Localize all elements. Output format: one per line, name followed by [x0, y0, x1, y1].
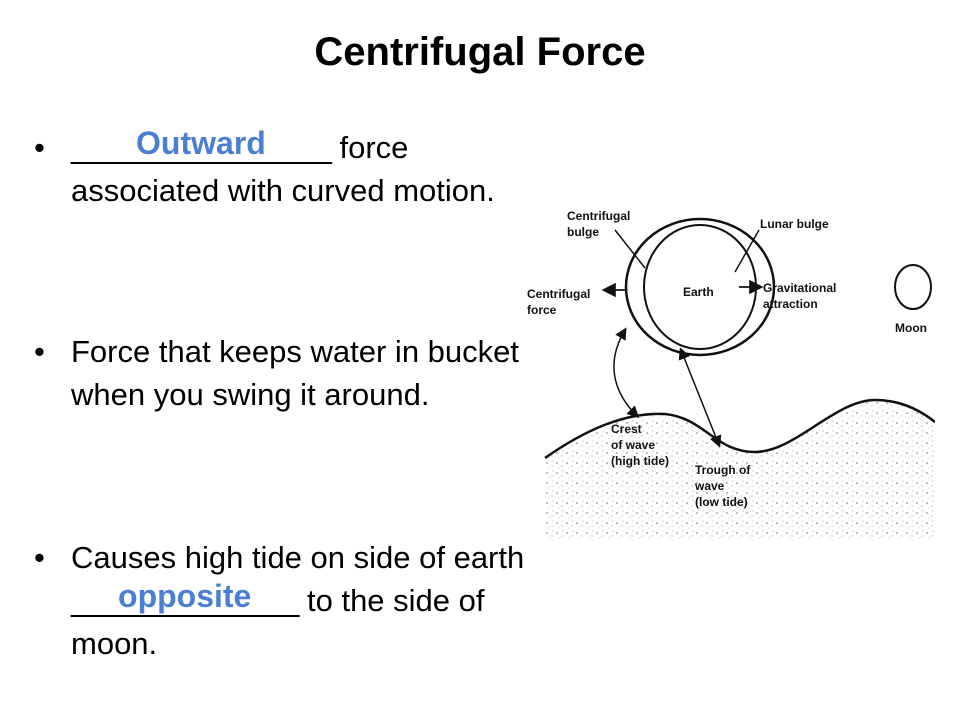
- moon-label: Moon: [895, 321, 927, 335]
- trough-label-3: (low tide): [695, 495, 748, 509]
- crest-label-2: of wave: [611, 438, 655, 452]
- centrifugal-bulge-label: Centrifugal: [567, 209, 630, 223]
- gravitational-label: Gravitational: [763, 281, 836, 295]
- lunar-pointer: [734, 229, 760, 273]
- crest-label-3: (high tide): [611, 454, 669, 468]
- centrifugal-bulge-label-2: bulge: [567, 225, 599, 239]
- answer-blank: ______________ opposite: [71, 578, 299, 622]
- bulge-pointer: [614, 229, 646, 269]
- earth-label: Earth: [683, 285, 714, 299]
- answer-text: Outward: [136, 125, 266, 161]
- bullet-text: Causes high tide on side of earth: [71, 540, 525, 575]
- wave-line: [544, 398, 935, 460]
- ground-area: [545, 400, 935, 540]
- trough-label: Trough of: [695, 463, 751, 477]
- bullet-dot: •: [34, 540, 45, 575]
- trough-arrow: [678, 347, 722, 448]
- gravitational-label-2: attraction: [763, 297, 818, 311]
- crest-arrow: [613, 327, 640, 419]
- bullet-text: Force that keeps water in bucket when yo…: [71, 334, 520, 412]
- bullet-text: to the side of moon.: [71, 583, 485, 661]
- lunar-bulge-label: Lunar bulge: [760, 217, 829, 231]
- answer-text: opposite: [118, 578, 252, 614]
- bullet-high-tide: • Causes high tide on side of earth ____…: [34, 536, 541, 665]
- moon-circle: [894, 264, 932, 310]
- tide-diagram: Earth Moon Centrifugal bulge Lunar bulge…: [527, 209, 935, 540]
- bullet-text: force associated with curved motion.: [71, 130, 495, 208]
- bullet-bucket: • Force that keeps water in bucket when …: [34, 330, 541, 416]
- blank-line: ______________: [71, 583, 299, 618]
- blank-line: ________________: [71, 130, 332, 165]
- centrifugal-force-label: Centrifugal: [527, 287, 590, 301]
- centrifugal-force-label-2: force: [527, 303, 557, 317]
- bullet-outward: • ________________ Outward force associa…: [34, 125, 541, 212]
- crest-label: Crest: [611, 422, 642, 436]
- trough-label-2: wave: [694, 479, 725, 493]
- bullet-dot: •: [34, 334, 45, 369]
- answer-blank: ________________ Outward: [71, 125, 332, 169]
- bullet-dot: •: [34, 130, 45, 165]
- slide-title: Centrifugal Force: [314, 30, 646, 74]
